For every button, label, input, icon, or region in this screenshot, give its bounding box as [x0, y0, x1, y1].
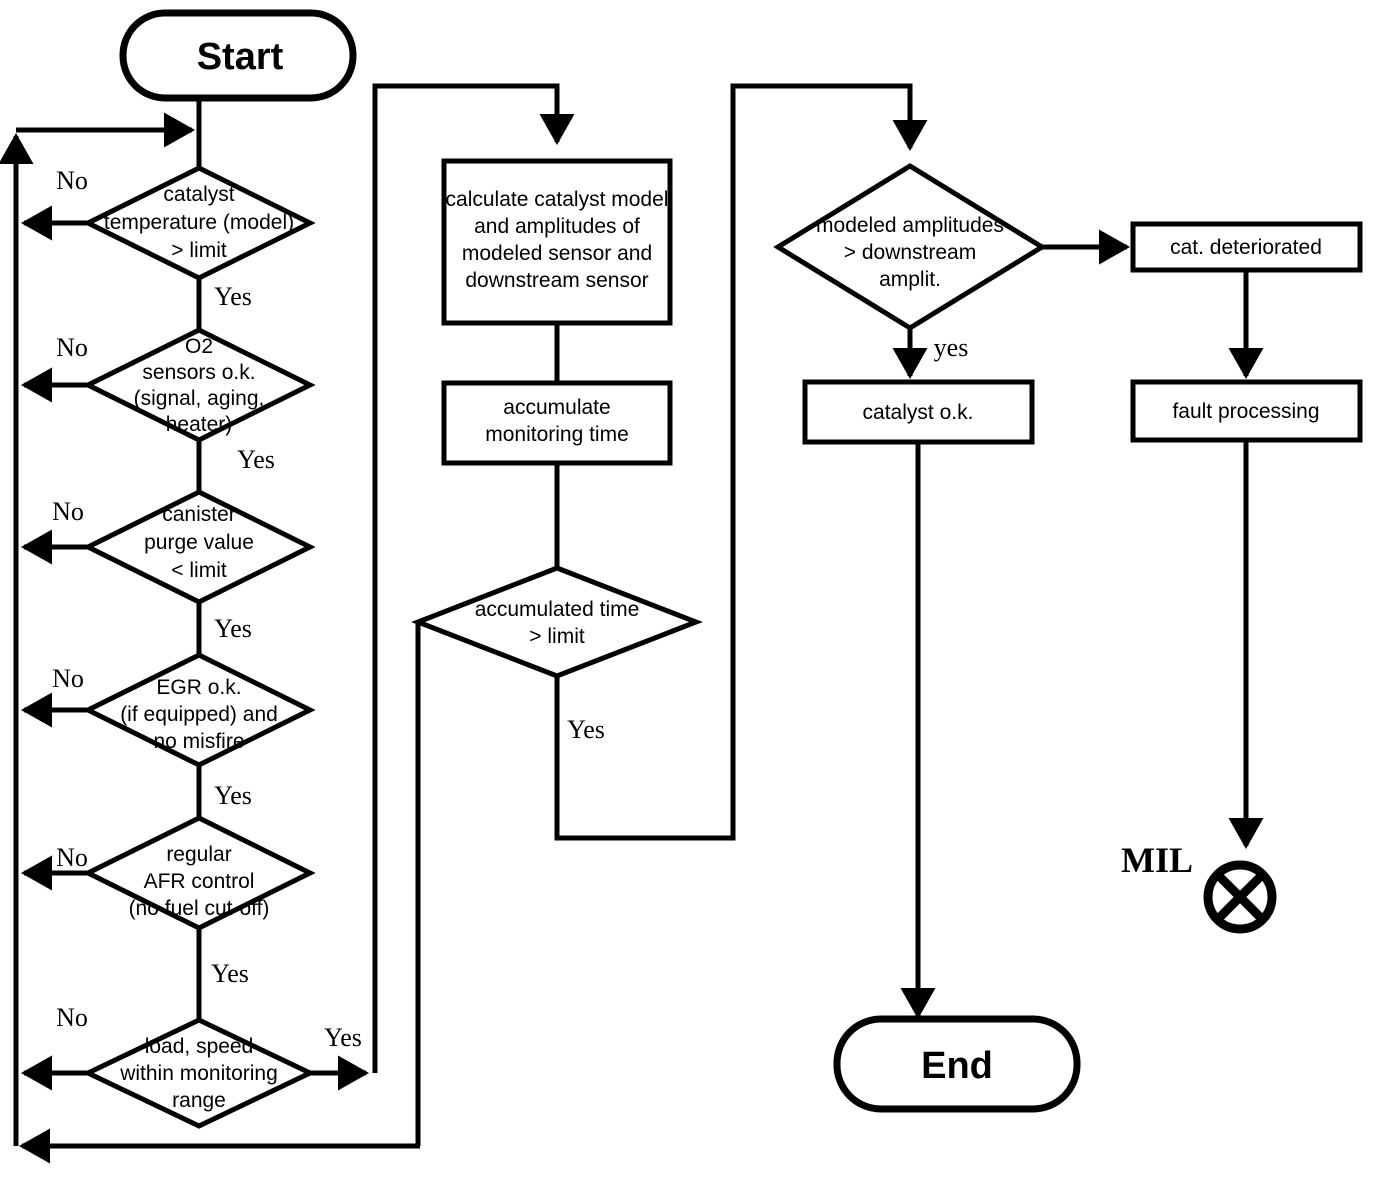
edge-label-no-2: No	[56, 333, 88, 362]
decision-afr-control-line1: regular	[166, 843, 231, 866]
process-calculate-model: calculate catalyst model and amplitudes …	[441, 158, 673, 326]
decision-load-speed-line3: range	[172, 1089, 226, 1112]
edge-label-yes-load-speed: Yes	[324, 1023, 362, 1052]
process-fault-processing: fault processing	[1130, 379, 1363, 443]
process-accumulate-time-line2: monitoring time	[485, 423, 629, 446]
mil-label: MIL	[1121, 840, 1193, 880]
decision-canister-purge-line2: purge value	[144, 531, 254, 554]
conn-staple-left	[372, 83, 575, 1073]
start-label: Start	[197, 36, 284, 78]
decision-afr-control: regular AFR control (no fuel cut-off)	[82, 815, 316, 931]
process-calculate-model-line3: modeled sensor and	[462, 242, 652, 265]
decision-canister-purge-line1: canister	[162, 503, 236, 526]
decision-o2-sensors-line1: O2	[185, 335, 213, 358]
decision-load-speed: load, speed within monitoring range	[82, 1017, 316, 1129]
crossed-circle-icon	[1203, 860, 1277, 934]
edge-label-no-4: No	[52, 664, 84, 693]
decision-egr-ok-line2: (if equipped) and	[120, 703, 278, 726]
edge-label-no-3: No	[52, 497, 84, 526]
decision-modeled-amplitudes: modeled amplitudes > downstream amplit.	[773, 163, 1047, 331]
edge-label-yes-2: Yes	[237, 445, 275, 474]
decision-egr-ok-line3: no misfire	[153, 730, 244, 753]
edge-label-yes-3: Yes	[214, 614, 252, 643]
end-terminator: End	[833, 1015, 1081, 1113]
decision-modeled-amplitudes-line2: > downstream	[844, 241, 976, 264]
end-label: End	[921, 1045, 993, 1087]
mil-indicator: MIL	[1121, 840, 1277, 934]
decision-catalyst-temperature-line1: catalyst	[163, 183, 234, 206]
decision-catalyst-temperature: catalyst temperature (model) > limit	[82, 165, 316, 281]
edge-label-yes-4: Yes	[214, 781, 252, 810]
left-return-rail	[0, 112, 420, 1164]
edge-label-yes-5: Yes	[211, 959, 249, 988]
decision-o2-sensors-line2: sensors o.k.	[142, 361, 255, 384]
conn-accumulated-time-yes	[554, 83, 928, 841]
decision-canister-purge: canister purge value < limit	[82, 489, 316, 605]
edge-label-yes-1: Yes	[214, 282, 252, 311]
process-catalyst-ok-label: catalyst o.k.	[863, 401, 974, 424]
edge-label-no-6: No	[56, 1003, 88, 1032]
decision-load-speed-line1: load, speed	[145, 1035, 254, 1058]
decision-egr-ok-line1: EGR o.k.	[156, 676, 241, 699]
process-calculate-model-line4: downstream sensor	[465, 269, 648, 292]
decision-afr-control-line3: (no fuel cut-off)	[129, 897, 270, 920]
edge-label-yes-amplitudes: yes	[934, 333, 969, 362]
edge-label-no-1: No	[56, 166, 88, 195]
decision-modeled-amplitudes-line1: modeled amplitudes	[816, 214, 1004, 237]
decision-egr-ok: EGR o.k. (if equipped) and no misfire	[82, 652, 316, 768]
process-accumulate-time-line1: accumulate	[503, 396, 610, 419]
decision-accumulated-time-line2: > limit	[529, 625, 585, 648]
edge-label-no-5: No	[56, 843, 88, 872]
process-cat-deteriorated-label: cat. deteriorated	[1170, 236, 1322, 259]
process-accumulate-time: accumulate monitoring time	[441, 380, 673, 466]
process-fault-processing-label: fault processing	[1172, 400, 1319, 423]
process-cat-deteriorated: cat. deteriorated	[1130, 221, 1363, 273]
decision-modeled-amplitudes-line3: amplit.	[879, 268, 941, 291]
decision-afr-control-line2: AFR control	[144, 870, 255, 893]
decision-o2-sensors: O2 sensors o.k. (signal, aging, heater)	[82, 327, 316, 443]
decision-canister-purge-line3: < limit	[171, 559, 227, 582]
decision-accumulated-time: accumulated time > limit	[411, 565, 703, 679]
decision-o2-sensors-line3: (signal, aging,	[134, 387, 265, 410]
decision-load-speed-line2: within monitoring	[119, 1062, 278, 1085]
start-terminator: Start	[119, 9, 357, 102]
decision-catalyst-temperature-line2: temperature (model)	[104, 211, 294, 234]
decision-catalyst-temperature-line3: > limit	[171, 239, 227, 262]
process-calculate-model-line2: and amplitudes of	[474, 215, 640, 238]
edge-label-yes-accumulated: Yes	[567, 715, 605, 744]
process-catalyst-ok: catalyst o.k.	[802, 379, 1035, 445]
decision-accumulated-time-line1: accumulated time	[475, 598, 640, 621]
process-calculate-model-line1: calculate catalyst model	[446, 188, 669, 211]
decision-o2-sensors-line4: heater)	[166, 413, 233, 436]
connector-yes-to-calculate	[372, 83, 575, 1073]
